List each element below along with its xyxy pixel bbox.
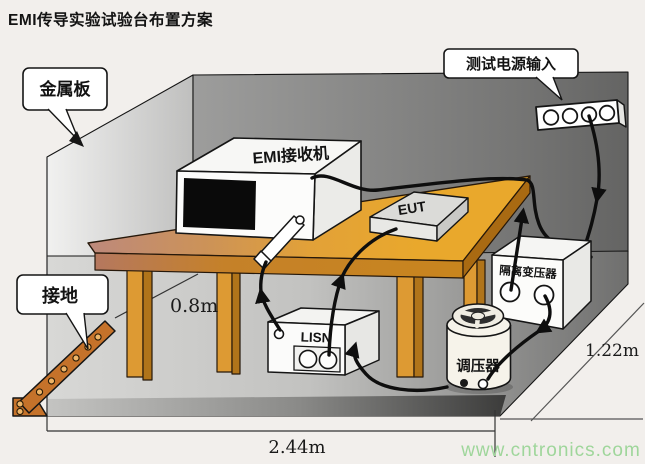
cable-lisn-to-eut-2 <box>340 227 398 279</box>
callout-arrowhead <box>69 131 84 147</box>
rivet <box>16 407 24 416</box>
regulator-terminal <box>477 378 489 390</box>
grounding-strap <box>12 320 116 417</box>
cable-lisn-to-receiver-2 <box>259 260 268 294</box>
receiver-screen <box>183 178 256 230</box>
table-height-dimension: 0.8m <box>170 295 218 317</box>
table-leg <box>396 267 415 378</box>
callout-ground: 接地 <box>16 274 109 350</box>
rivet <box>94 333 102 341</box>
rivet <box>47 377 56 385</box>
eut-side <box>436 197 469 242</box>
cable-transformer-to-regulator-2 <box>486 329 541 381</box>
cable-lisn-to-receiver <box>255 287 282 332</box>
outlet <box>561 107 579 125</box>
cable-power-input <box>587 114 607 204</box>
table-leg-side <box>231 258 241 375</box>
test-power-input-label: 测试电源输入 <box>466 55 556 73</box>
callout-metal-plate: 金属板 <box>22 67 108 147</box>
watermark: www.cntronics.com <box>460 440 641 461</box>
outlet <box>598 104 616 122</box>
rivet <box>35 388 44 396</box>
cable-transformer-to-table <box>509 207 530 292</box>
transformer-front <box>491 254 564 330</box>
eut-box: EUT <box>369 191 469 242</box>
rivet <box>16 400 24 408</box>
table-leg <box>126 262 144 378</box>
callout-test-power-input: 测试电源输入 <box>443 48 579 101</box>
diagram-title: EMI传导实验试验台布置方案 <box>8 10 213 29</box>
outlet <box>542 109 560 126</box>
lisn-socket <box>298 349 318 369</box>
callout-tail <box>535 76 563 101</box>
power-strip <box>535 99 627 131</box>
ground-plane-depth-dimension: 1.22m <box>585 341 639 361</box>
table-right-edge <box>462 175 531 279</box>
probe-tip <box>295 215 305 225</box>
callout-tail <box>65 312 89 350</box>
table-leg <box>216 258 233 373</box>
isolation-transformer-box: 隔离变压器 <box>491 235 592 330</box>
emi-receiver: EMI接收机 <box>175 137 362 241</box>
metal-plate-label: 金属板 <box>39 79 92 99</box>
eut-label: EUT <box>397 198 428 218</box>
floor-front-edge <box>47 395 506 416</box>
transformer-socket <box>499 281 521 303</box>
table-leg-side <box>413 267 424 378</box>
depth-dimension-line <box>530 302 645 422</box>
probe-connector <box>253 215 305 270</box>
voltage-regulator-label: 调压器 <box>456 358 500 375</box>
table-leg-side <box>142 262 153 381</box>
regulator-body <box>446 325 512 391</box>
lisn-box: LISN <box>267 307 380 376</box>
rivet <box>60 365 68 373</box>
ground-plane-width-dimension: 2.44m <box>268 437 325 458</box>
ground-label: 接地 <box>42 285 78 306</box>
cable-transformer-to-regulator <box>535 294 553 334</box>
cable-regulator-to-lisn <box>344 341 449 393</box>
rivet <box>72 354 80 362</box>
cable-lisn-to-eut <box>327 272 346 357</box>
lisn-label: LISN <box>300 329 331 345</box>
cable-table-edge <box>310 174 593 259</box>
regulator-hub <box>471 311 485 321</box>
voltage-regulator: 调压器 <box>445 303 513 394</box>
regulator-terminal <box>460 379 468 387</box>
